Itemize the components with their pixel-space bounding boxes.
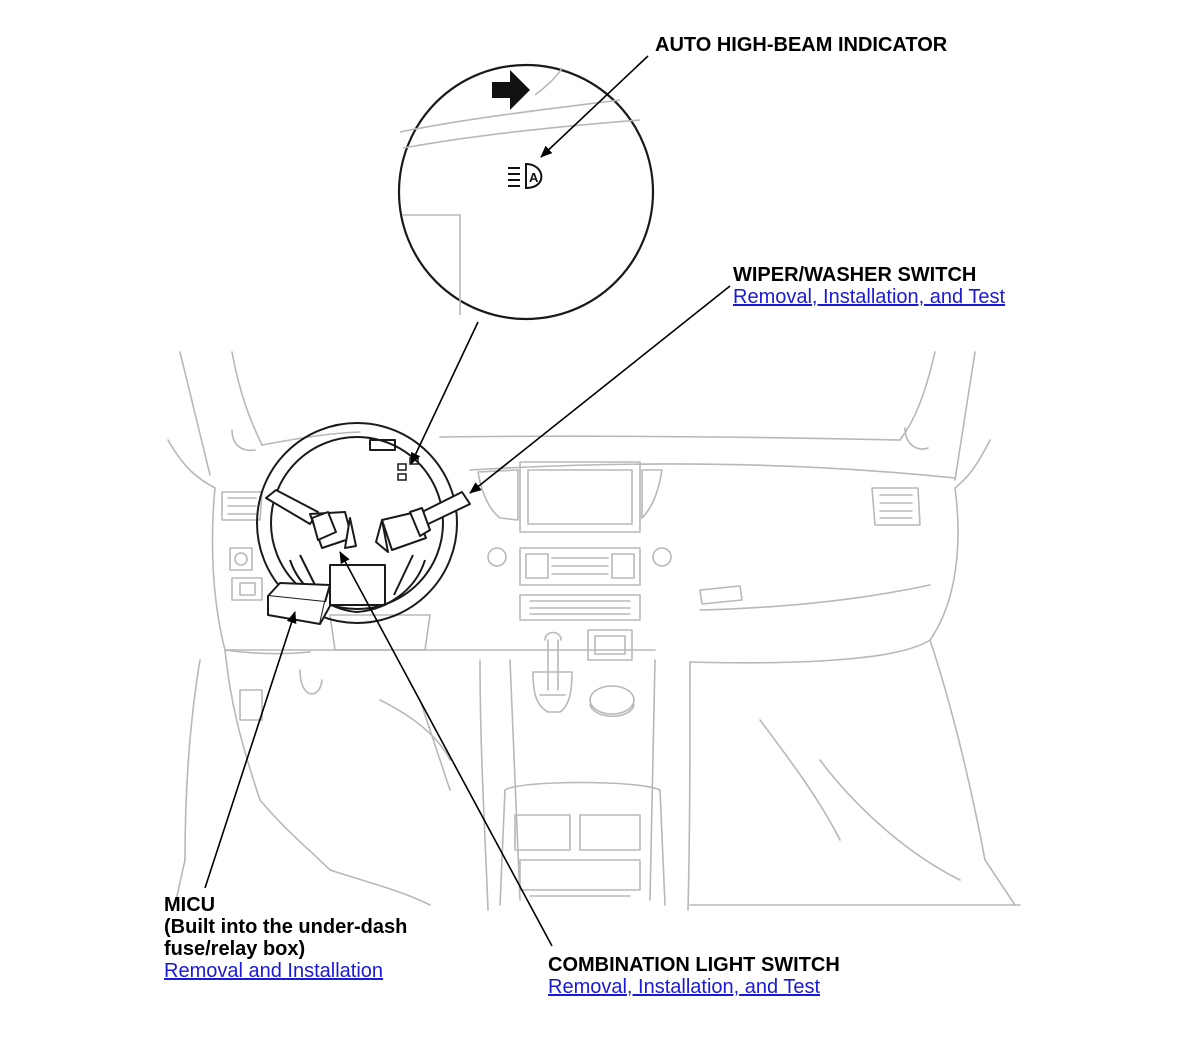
callout-combination-light-switch: COMBINATION LIGHT SWITCH Removal, Instal…: [548, 954, 840, 998]
callout-auto-high-beam-indicator: AUTO HIGH-BEAM INDICATOR: [655, 34, 947, 56]
dashboard-outline: [167, 351, 1021, 911]
combination-light-switch-link[interactable]: Removal, Installation, and Test: [548, 976, 821, 998]
micu-box: [267, 582, 331, 625]
leader-auto-high-beam: [540, 55, 649, 158]
indicator-magnifier: A: [397, 63, 655, 321]
wiper-washer-switch-stalk: [375, 491, 471, 553]
auto-high-beam-indicator-label: AUTO HIGH-BEAM INDICATOR: [655, 34, 948, 56]
leader-magnifier-to-cluster: [410, 321, 479, 465]
cluster-indicator-marks: [397, 457, 419, 481]
wiper-washer-switch-link[interactable]: Removal, Installation, and Test: [733, 286, 1006, 308]
combination-light-switch-stalk: [265, 489, 357, 549]
leader-micu: [204, 611, 297, 889]
callout-micu: MICU (Built into the under-dash fuse/rel…: [164, 894, 407, 982]
leader-lines: [204, 55, 731, 947]
micu-link[interactable]: Removal and Installation: [164, 960, 384, 982]
auto-high-beam-icon: [508, 162, 543, 190]
micu-label-line-1: MICU: [164, 894, 216, 916]
leader-combination-light: [339, 551, 553, 947]
micu-label-line-3: fuse/relay box): [164, 938, 306, 960]
leader-wiper-washer: [469, 285, 731, 494]
wiper-washer-switch-label: WIPER/WASHER SWITCH: [733, 264, 977, 286]
micu-label-line-2: (Built into the under-dash: [164, 916, 408, 938]
callout-wiper-washer-switch: WIPER/WASHER SWITCH Removal, Installatio…: [733, 264, 1005, 308]
combination-light-switch-label: COMBINATION LIGHT SWITCH: [548, 954, 840, 976]
right-arrow-icon: [492, 70, 530, 110]
auto-high-beam-icon-letter: A: [529, 170, 539, 185]
